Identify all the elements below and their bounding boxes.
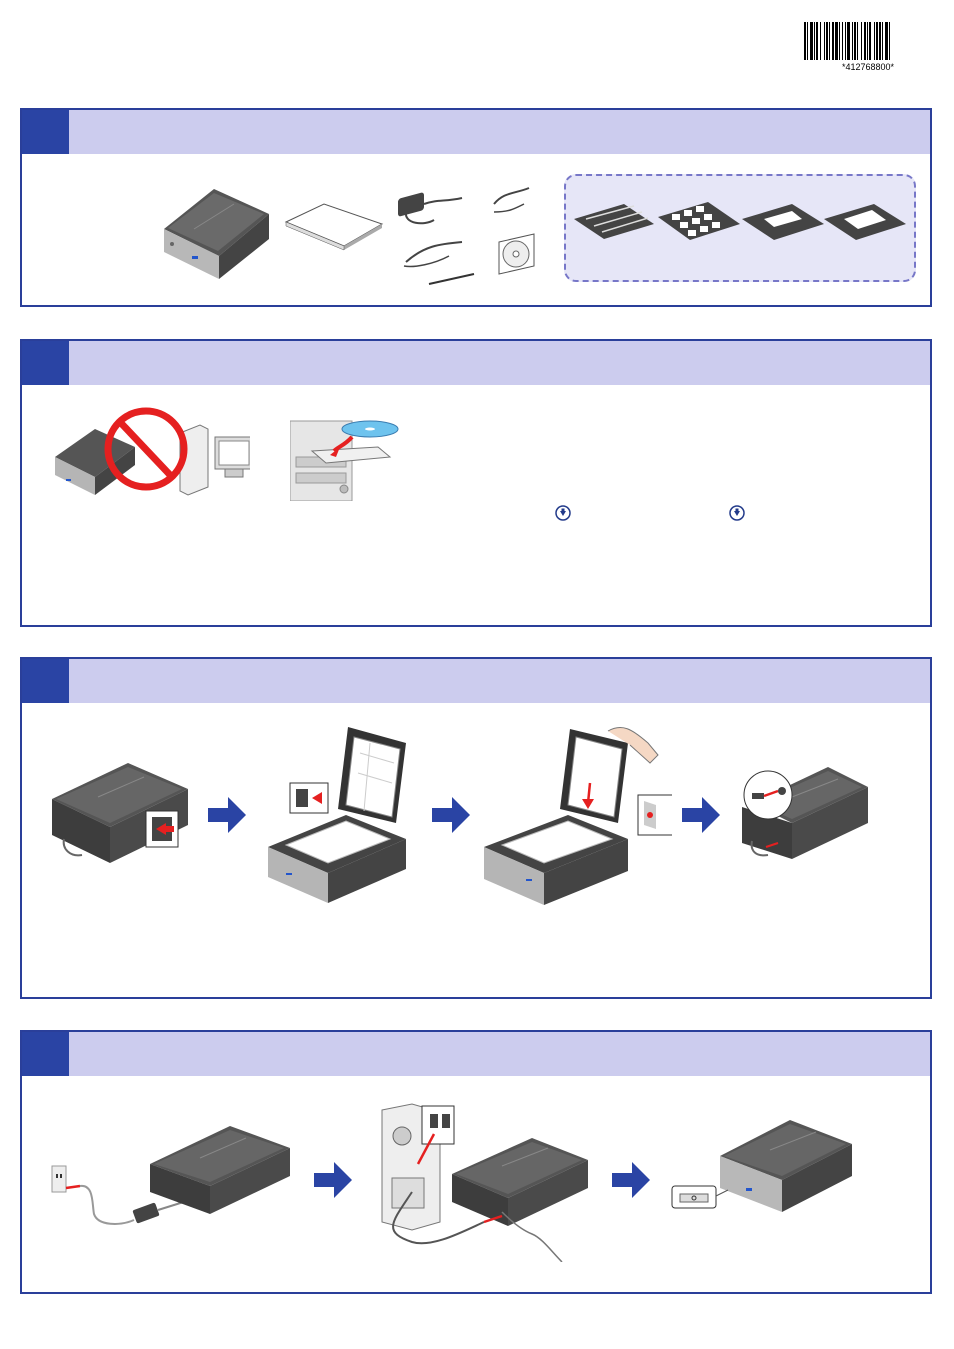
step-tab bbox=[22, 341, 69, 385]
barcode-bar bbox=[835, 22, 838, 60]
power-on-illustration bbox=[670, 1116, 860, 1226]
barcode-bar bbox=[842, 22, 843, 60]
transport-lock-illustration bbox=[48, 759, 193, 869]
barcode-bar bbox=[839, 22, 840, 60]
connect-lid-cable-illustration bbox=[732, 763, 872, 873]
barcode-bar bbox=[889, 22, 890, 60]
remove-label-illustration bbox=[482, 719, 672, 914]
barcode-bar bbox=[832, 22, 834, 60]
document-mat-illustration bbox=[284, 202, 384, 252]
do-not-connect-illustration bbox=[50, 407, 250, 507]
step-arrow bbox=[682, 797, 720, 833]
barcode-bar bbox=[807, 22, 808, 60]
barcode-bar bbox=[820, 22, 821, 60]
section-header bbox=[22, 341, 930, 385]
section-unlock-scanner bbox=[20, 657, 932, 999]
barcode-text: *412768800* bbox=[841, 62, 895, 72]
barcode-bar bbox=[885, 22, 888, 60]
section-header bbox=[22, 659, 930, 703]
barcode-bar bbox=[826, 22, 828, 60]
barcode-bar bbox=[876, 22, 878, 60]
accessories-illustration bbox=[394, 184, 544, 294]
power-connection-illustration bbox=[50, 1120, 300, 1240]
barcode-bar bbox=[857, 22, 858, 60]
insert-cd-illustration bbox=[290, 417, 410, 501]
scanner-illustration bbox=[154, 184, 274, 284]
film-holders-box bbox=[564, 174, 916, 282]
barcode bbox=[804, 22, 932, 62]
barcode-bar bbox=[829, 22, 830, 60]
step-arrow bbox=[314, 1162, 352, 1198]
barcode-bar bbox=[864, 22, 866, 60]
barcode-bar bbox=[852, 22, 853, 60]
section-unpack bbox=[20, 108, 932, 307]
barcode-bar bbox=[847, 22, 850, 60]
barcode-bar bbox=[867, 22, 868, 60]
step-arrow bbox=[208, 797, 246, 833]
section-install-software bbox=[20, 339, 932, 627]
step-arrow bbox=[612, 1162, 650, 1198]
download-icon bbox=[555, 505, 571, 521]
barcode-bar bbox=[804, 22, 806, 60]
step-tab bbox=[22, 1032, 69, 1076]
section-header bbox=[22, 110, 930, 154]
barcode-bar bbox=[824, 22, 825, 60]
barcode-bar bbox=[814, 22, 815, 60]
step-tab bbox=[22, 659, 69, 703]
barcode-bar bbox=[816, 22, 818, 60]
download-icon bbox=[729, 505, 745, 521]
section-connect-power bbox=[20, 1030, 932, 1294]
section-header bbox=[22, 1032, 930, 1076]
barcode-bar bbox=[854, 22, 856, 60]
step-arrow bbox=[432, 797, 470, 833]
barcode-bar bbox=[882, 22, 883, 60]
barcode-bar bbox=[874, 22, 875, 60]
barcode-bar bbox=[879, 22, 881, 60]
barcode-bar bbox=[845, 22, 846, 60]
film-holders-illustration bbox=[574, 202, 906, 240]
barcode-bar bbox=[810, 22, 813, 60]
step-tab bbox=[22, 110, 69, 154]
barcode-bar bbox=[869, 22, 871, 60]
barcode-bar bbox=[861, 22, 862, 60]
usb-connection-illustration bbox=[372, 1102, 592, 1262]
open-lid-lock-illustration bbox=[266, 723, 426, 913]
